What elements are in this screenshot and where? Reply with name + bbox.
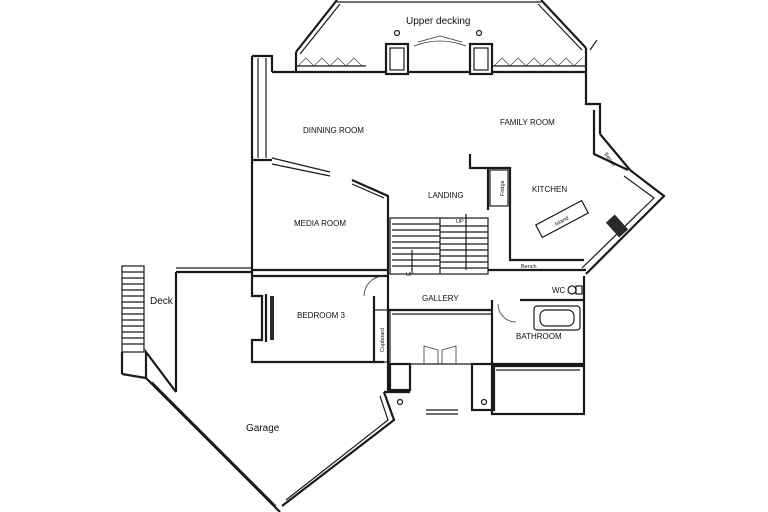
lower-walls xyxy=(250,275,586,416)
fridge-label: Fridge xyxy=(500,180,506,196)
kitchen-bench-label: Bench xyxy=(521,264,537,270)
stair-up-label-1: UP xyxy=(456,219,464,225)
decking-sliding-doors xyxy=(296,35,586,67)
gallery-label: GALLERY xyxy=(422,294,459,303)
media-room-label: MEDIA ROOM xyxy=(294,219,346,228)
cooktop xyxy=(605,214,629,238)
upper-decking-outline xyxy=(294,0,598,72)
stair-up-label-2: UP xyxy=(406,272,414,278)
garage-walls xyxy=(144,267,410,512)
upper-decking-label: Upper decking xyxy=(406,16,470,27)
main-walls xyxy=(250,54,666,278)
island-label: Island xyxy=(554,216,570,228)
dinning-room-label: DINNING ROOM xyxy=(303,126,364,135)
bathroom-label: BATHROOM xyxy=(516,332,562,341)
bedroom3-label: BEDROOM 3 xyxy=(297,311,346,320)
wc-label: WC xyxy=(552,286,566,295)
kitchen-label: KITCHEN xyxy=(532,185,567,194)
cupboard-label: Cupboard xyxy=(380,328,386,352)
deck-stairs xyxy=(120,265,147,380)
decking-columns xyxy=(384,29,494,76)
family-room-label: FAMILY ROOM xyxy=(500,118,555,127)
deck-label: Deck xyxy=(150,296,174,307)
kitchen-island xyxy=(534,199,590,239)
landing-label: LANDING xyxy=(428,191,464,200)
garage-label: Garage xyxy=(246,423,280,434)
staircase xyxy=(389,214,489,275)
